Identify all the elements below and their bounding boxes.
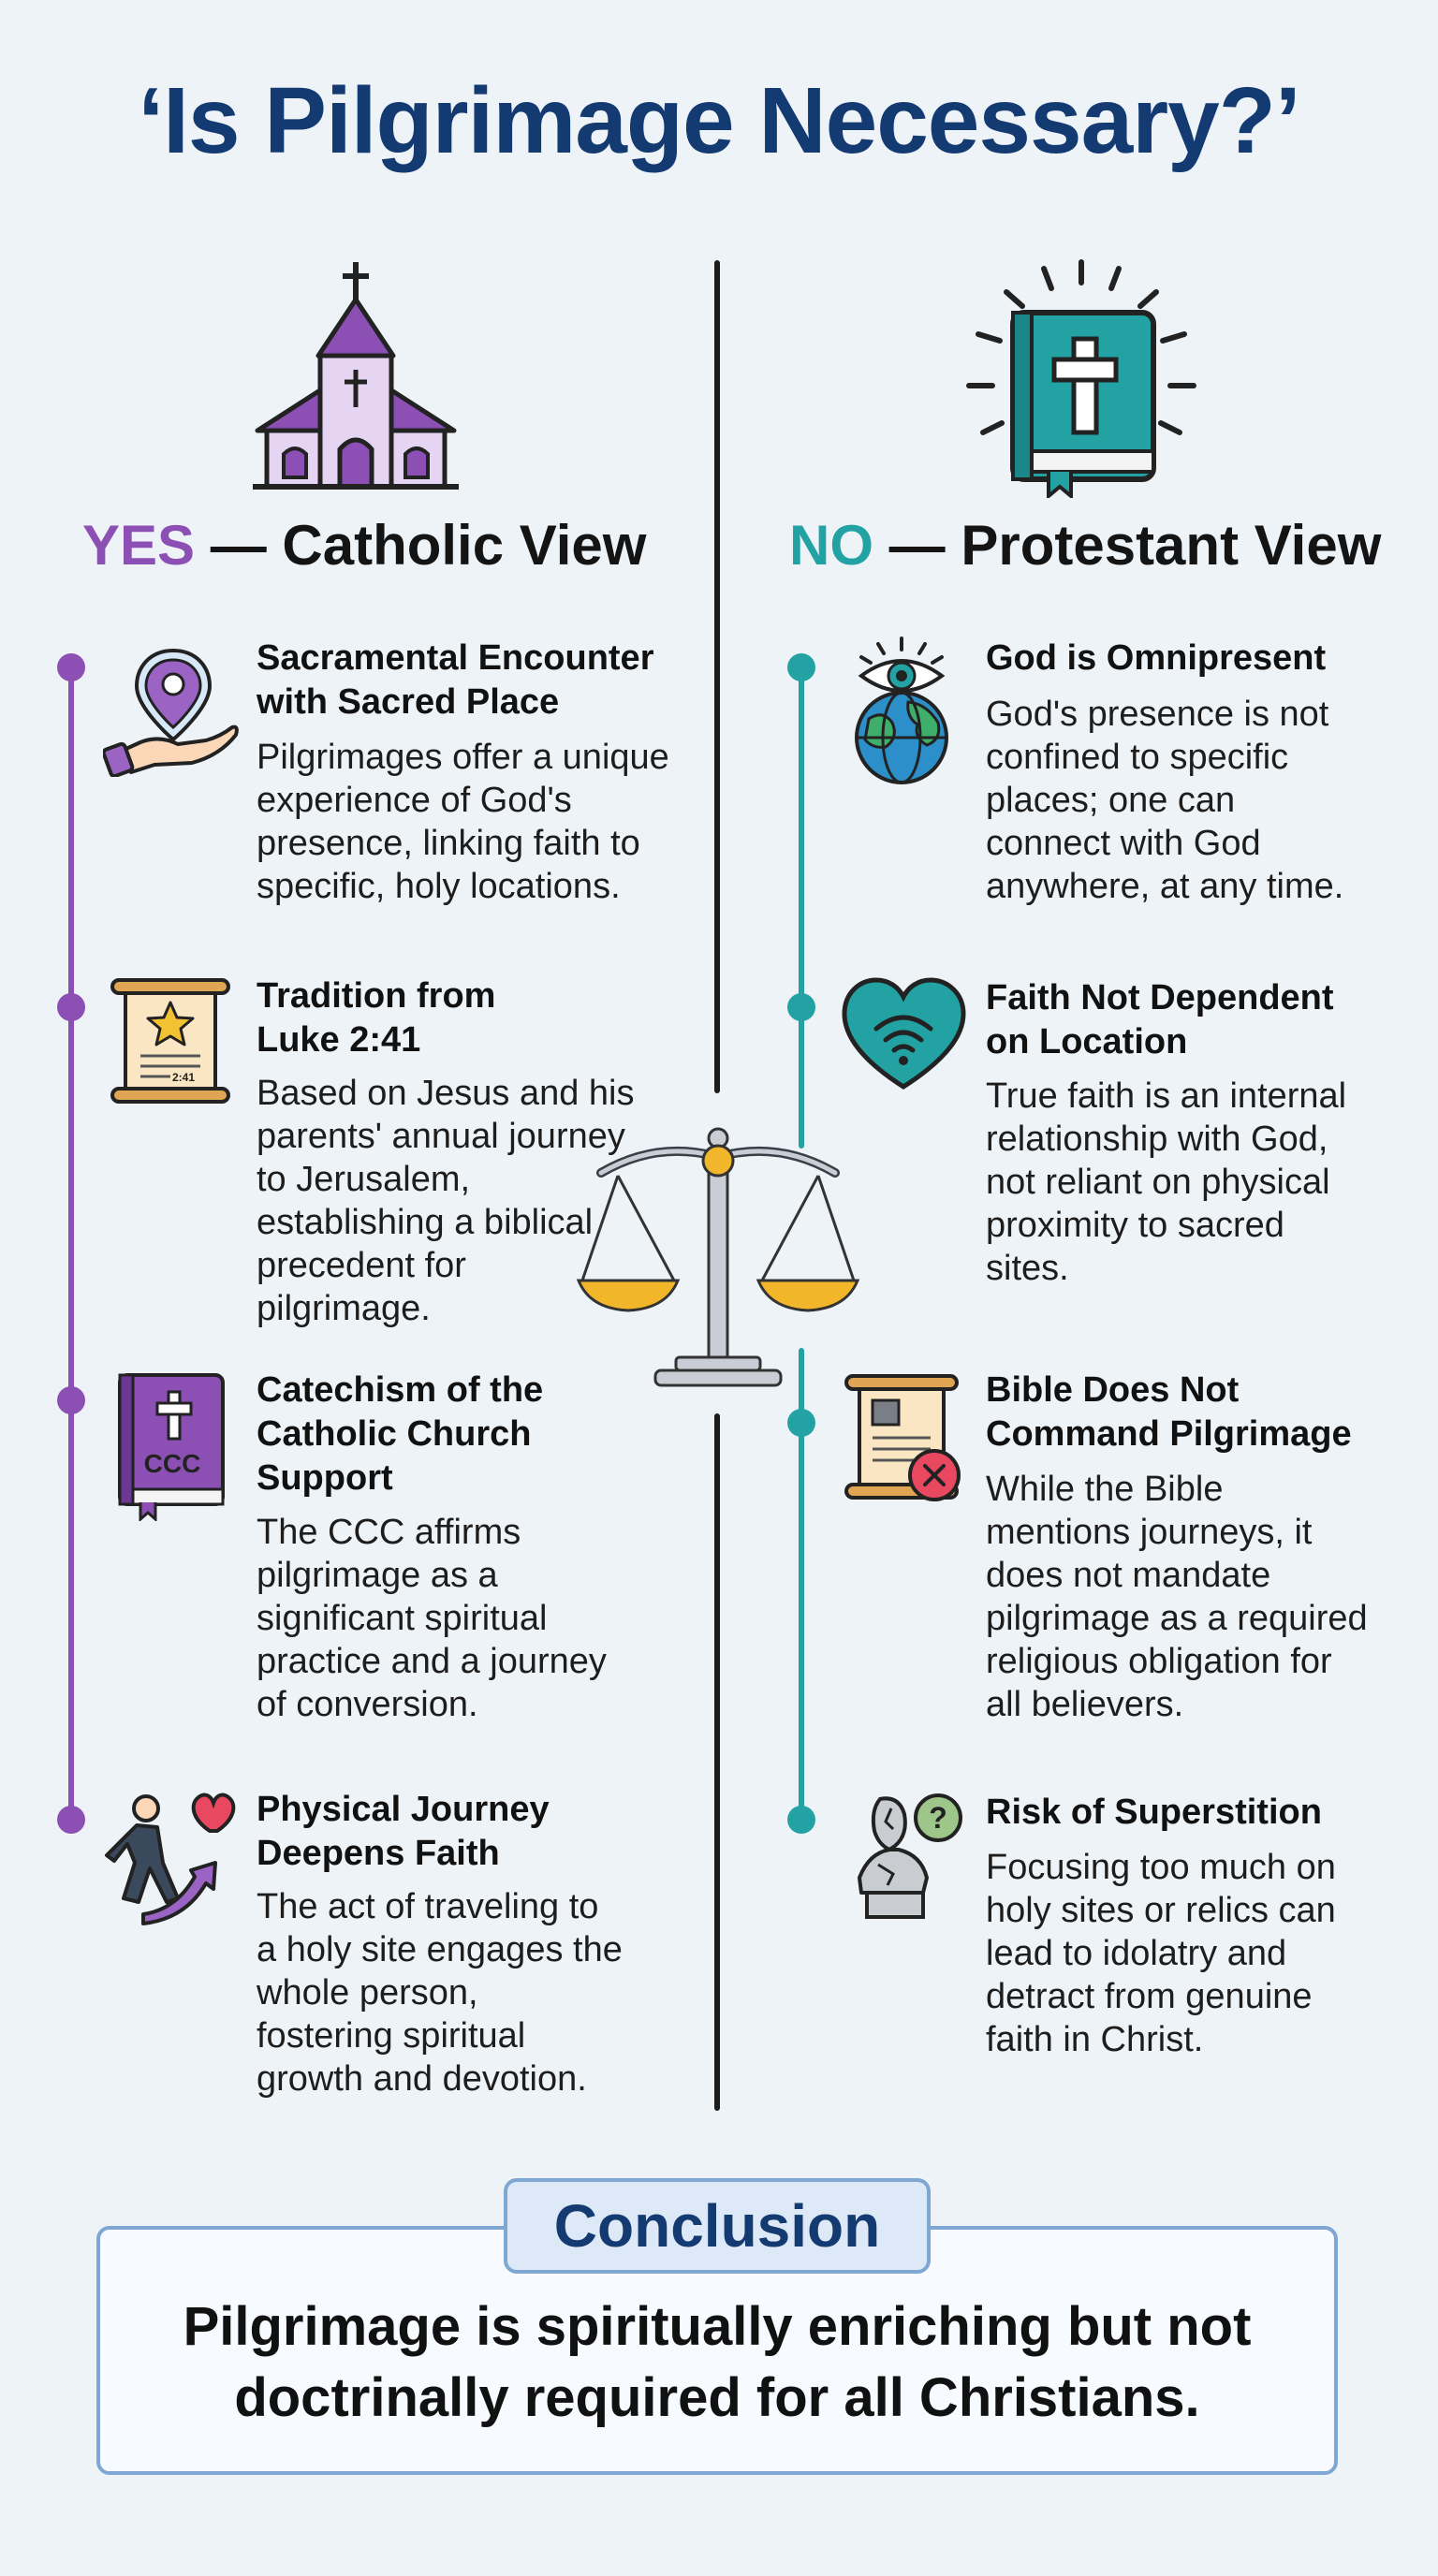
heart-signal-icon [842,977,966,1090]
scroll-star-icon: 2:41 [110,978,230,1104]
church-icon [253,262,459,490]
no-heading: NO — Protestant View [789,513,1381,578]
no-item-3-title: Bible Does Not Command Pilgrimage [986,1370,1352,1454]
yes-heading: YES — Catholic View [82,513,646,578]
yes-timeline-dot [57,1386,85,1414]
no-timeline-dot [787,653,815,681]
page-title: ‘Is Pilgrimage Necessary?’ [138,68,1300,173]
yes-timeline-rail [68,666,74,1820]
yes-timeline-dot [57,993,85,1021]
no-item-4-desc: Focusing too much on holy sites or relic… [986,1848,1336,2059]
no-item-1-title: God is Omnipresent [986,638,1327,678]
no-item-2-title: Faith Not Dependent on Location [986,978,1334,1061]
yes-item-1-title: Sacramental Encounter with Sacred Place [257,638,654,722]
yes-item-4-title: Physical Journey Deepens Faith [257,1790,550,1873]
ccc-book-icon: CCC [118,1373,225,1521]
balance-scale-icon [576,1127,860,1387]
conclusion-text: Pilgrimage is spiritually enriching but … [183,2296,1252,2428]
broken-statue-question-icon: ? [858,1793,962,1919]
scroll-x-icon [844,1374,961,1501]
conclusion-label: Conclusion [504,2178,931,2274]
no-timeline-rail-lower [799,1348,804,1820]
eye-globe-icon [855,637,948,784]
no-heading-text: — Protestant View [888,514,1382,577]
no-item-4-title: Risk of Superstition [986,1793,1322,1832]
yes-item-1-desc: Pilgrimages offer a unique experience of… [257,738,669,906]
yes-item-4-desc: The act of traveling to a holy site enga… [257,1887,623,2099]
yes-tag: YES [82,514,196,577]
yes-timeline-dot [57,1806,85,1834]
yes-item-3-title: Catechism of the Catholic Church Support [257,1370,544,1498]
no-timeline-dot [787,1806,815,1834]
book-label: CCC [144,1449,201,1478]
yes-item-3-desc: The CCC affirms pilgrimage as a signific… [257,1513,607,1724]
no-tag: NO [789,514,873,577]
yes-timeline-dot [57,653,85,681]
no-timeline-dot [787,993,815,1021]
yes-item-2-desc: Based on Jesus and his parents' annual j… [257,1074,635,1328]
location-pin-hand-icon [103,648,239,777]
walking-heart-icon [105,1793,236,1925]
yes-item-2-title: Tradition from Luke 2:41 [257,976,496,1060]
glowing-bible-icon [966,259,1196,498]
no-item-2-desc: True faith is an internal relationship w… [986,1076,1347,1288]
center-divider-top [714,260,720,1093]
yes-heading-text: — Catholic View [210,514,647,577]
scroll-label: 2:41 [172,1071,195,1084]
no-timeline-rail-upper [799,666,804,1149]
no-item-3-desc: While the Bible mentions journeys, it do… [986,1470,1368,1724]
center-divider-bottom [714,1413,720,2111]
no-item-1-desc: God's presence is not confined to specif… [986,695,1344,906]
no-timeline-dot [787,1409,815,1437]
svg-text:?: ? [929,1801,947,1835]
